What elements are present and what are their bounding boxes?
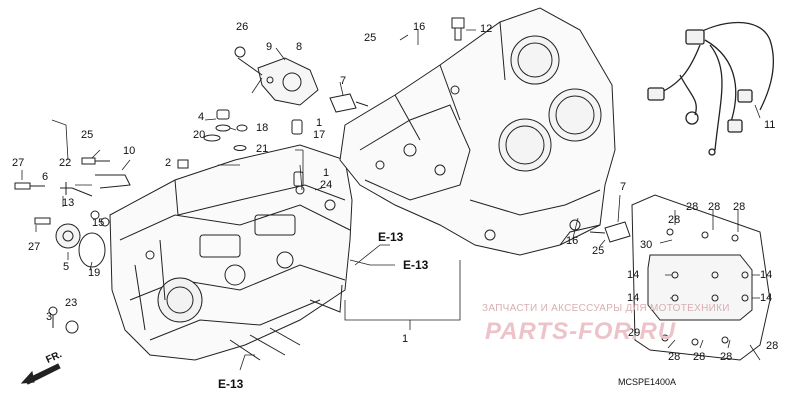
callout-14-a: 14 — [627, 269, 640, 281]
callout-16-right: 16 — [566, 235, 579, 247]
small-parts-left — [14, 157, 131, 334]
callout-26: 26 — [236, 21, 249, 33]
upper-crankcase — [339, 7, 616, 256]
callout-22: 22 — [59, 157, 72, 169]
front-arrow — [20, 363, 61, 385]
callout-14-b: 14 — [627, 292, 640, 304]
callout-10: 10 — [123, 145, 136, 157]
sensor-7-right — [589, 221, 631, 243]
callout-1-mid: 1 — [323, 167, 330, 179]
sensor-cover — [234, 46, 319, 106]
callout-29: 29 — [628, 327, 641, 339]
ref-e13-c: E-13 — [218, 377, 244, 391]
callout-27-a: 27 — [12, 157, 25, 169]
callout-23: 23 — [65, 297, 78, 309]
callout-28-d: 28 — [733, 201, 746, 213]
wire-harness-11 — [647, 21, 774, 156]
callout-28-h: 28 — [766, 340, 779, 352]
callout-17: 17 — [313, 129, 326, 141]
callout-11: 11 — [764, 119, 776, 131]
callout-25-top: 25 — [364, 32, 377, 44]
callout-13: 13 — [62, 197, 75, 209]
lower-crankcase — [109, 144, 353, 361]
callout-20: 20 — [193, 129, 206, 141]
ref-e13-b: E-13 — [403, 258, 429, 272]
callout-25-right: 25 — [592, 245, 605, 257]
callout-18: 18 — [256, 122, 269, 134]
callout-9: 9 — [266, 41, 273, 53]
cover-29 — [631, 194, 771, 361]
callout-12: 12 — [480, 23, 493, 35]
callout-24: 24 — [320, 179, 333, 191]
callout-27-b: 27 — [28, 241, 41, 253]
drawing-code: MCSPE1400A — [618, 377, 677, 387]
callout-5: 5 — [63, 261, 70, 273]
callout-28-f: 28 — [693, 351, 706, 363]
ref-e13-a: E-13 — [378, 230, 404, 244]
sensor-7-top — [329, 93, 369, 113]
callout-3: 3 — [46, 311, 53, 323]
callout-2: 2 — [165, 157, 172, 169]
callout-28-c: 28 — [708, 201, 721, 213]
leader-lines — [21, 29, 761, 371]
callout-4: 4 — [198, 111, 205, 123]
watermark-line2: PARTS-FOR.RU — [485, 318, 677, 345]
callout-28-e: 28 — [668, 351, 681, 363]
callout-28-b: 28 — [686, 201, 699, 213]
callout-1-main: 1 — [402, 333, 409, 345]
callout-14-c: 14 — [760, 269, 773, 281]
watermark-line1: ЗАПЧАСТИ И АКСЕССУАРЫ ДЛЯ МОТОТЕХНИКИ — [482, 303, 730, 314]
callout-16-top: 16 — [413, 21, 426, 33]
callout-7-top: 7 — [340, 75, 347, 87]
callout-15: 15 — [92, 217, 105, 229]
small-parts-middle — [177, 109, 304, 187]
callout-30: 30 — [640, 239, 653, 251]
callout-8: 8 — [296, 41, 303, 53]
callout-6: 6 — [42, 171, 49, 183]
callout-1-small: 1 — [316, 117, 323, 129]
callout-19: 19 — [88, 267, 101, 279]
callout-28-g: 28 — [720, 351, 733, 363]
switch-12 — [451, 17, 465, 41]
callout-21: 21 — [256, 143, 269, 155]
callout-28-a: 28 — [668, 214, 681, 226]
callout-25-left: 25 — [81, 129, 94, 141]
callout-7-right: 7 — [620, 181, 627, 193]
callout-14-d: 14 — [760, 292, 773, 304]
